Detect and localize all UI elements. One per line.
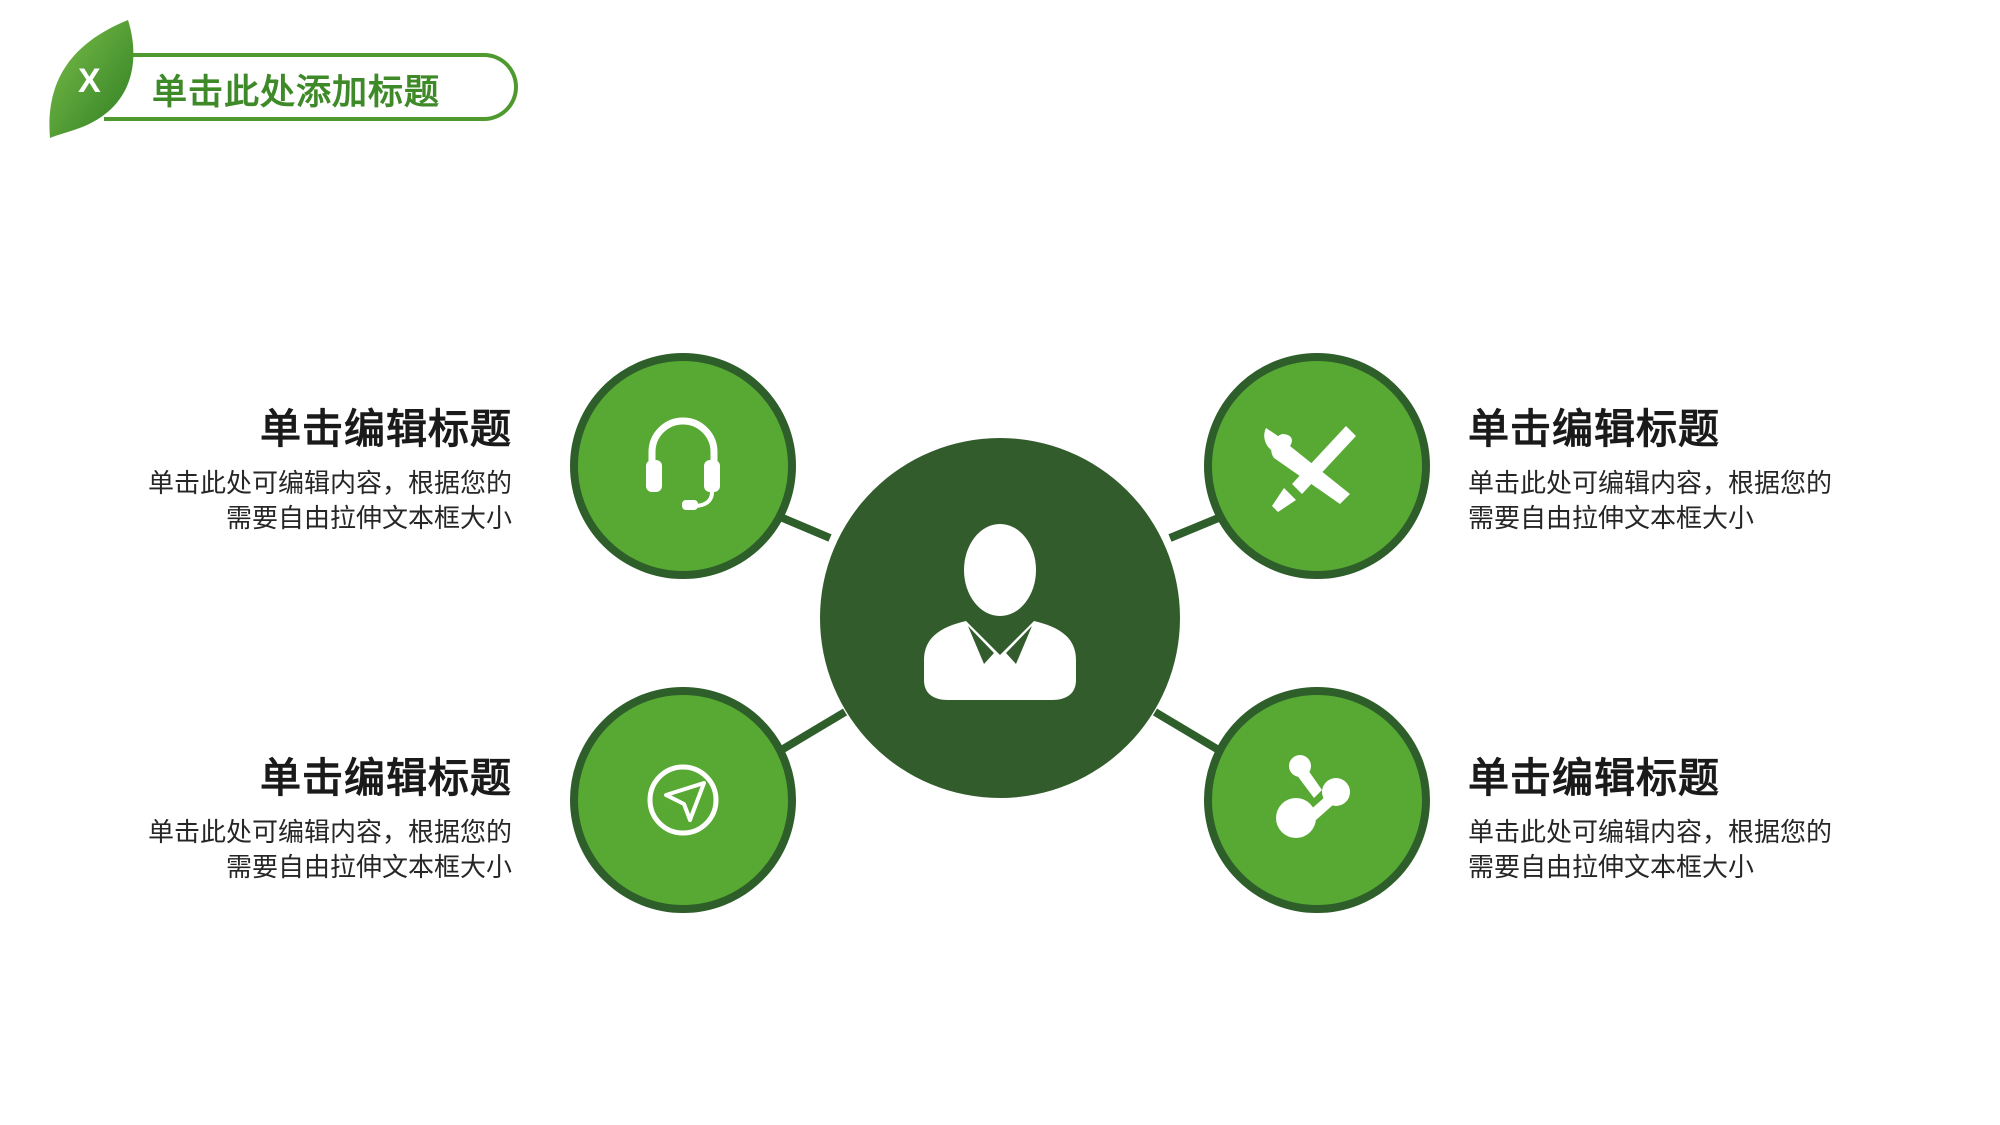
block-text[interactable]: 单击此处可编辑内容，根据您的需要自由拉伸文本框大小	[147, 469, 512, 534]
molecule-icon	[1276, 755, 1350, 838]
person-icon	[924, 524, 1076, 700]
text-block-top-left: 单击编辑标题 单击此处可编辑内容，根据您的需要自由拉伸文本框大小	[132, 395, 512, 537]
block-text[interactable]: 单击此处可编辑内容，根据您的需要自由拉伸文本框大小	[147, 818, 512, 883]
block-title[interactable]: 单击编辑标题	[1468, 754, 1720, 802]
headset-icon	[646, 417, 720, 510]
slide-header: X 单击此处添加标题	[44, 18, 544, 140]
text-block-top-right: 单击编辑标题 单击此处可编辑内容，根据您的需要自由拉伸文本框大小	[1468, 395, 1848, 537]
central-hub	[820, 438, 1180, 798]
leaf-icon	[49, 20, 134, 138]
header-badge: X	[78, 62, 101, 100]
connectors	[738, 496, 1264, 756]
node-top-left[interactable]	[570, 353, 796, 579]
block-title[interactable]: 单击编辑标题	[260, 405, 512, 453]
send-icon	[647, 764, 719, 836]
block-title[interactable]: 单击编辑标题	[1468, 405, 1720, 453]
block-text[interactable]: 单击此处可编辑内容，根据您的需要自由拉伸文本框大小	[1468, 469, 1833, 534]
node-top-right[interactable]	[1204, 353, 1430, 579]
tools-icon	[1264, 426, 1356, 512]
text-block-bottom-left: 单击编辑标题 单击此处可编辑内容，根据您的需要自由拉伸文本框大小	[132, 744, 512, 886]
text-block-bottom-right: 单击编辑标题 单击此处可编辑内容，根据您的需要自由拉伸文本框大小	[1468, 744, 1848, 886]
block-title[interactable]: 单击编辑标题	[260, 754, 512, 802]
node-bottom-right[interactable]	[1204, 687, 1430, 913]
page-title[interactable]: 单击此处添加标题	[152, 73, 441, 113]
node-bottom-left[interactable]	[570, 687, 796, 913]
block-text[interactable]: 单击此处可编辑内容，根据您的需要自由拉伸文本框大小	[1468, 818, 1833, 883]
title-frame	[104, 53, 518, 121]
connector-bottom-right	[1152, 708, 1225, 756]
connector-bottom-left	[775, 708, 848, 756]
